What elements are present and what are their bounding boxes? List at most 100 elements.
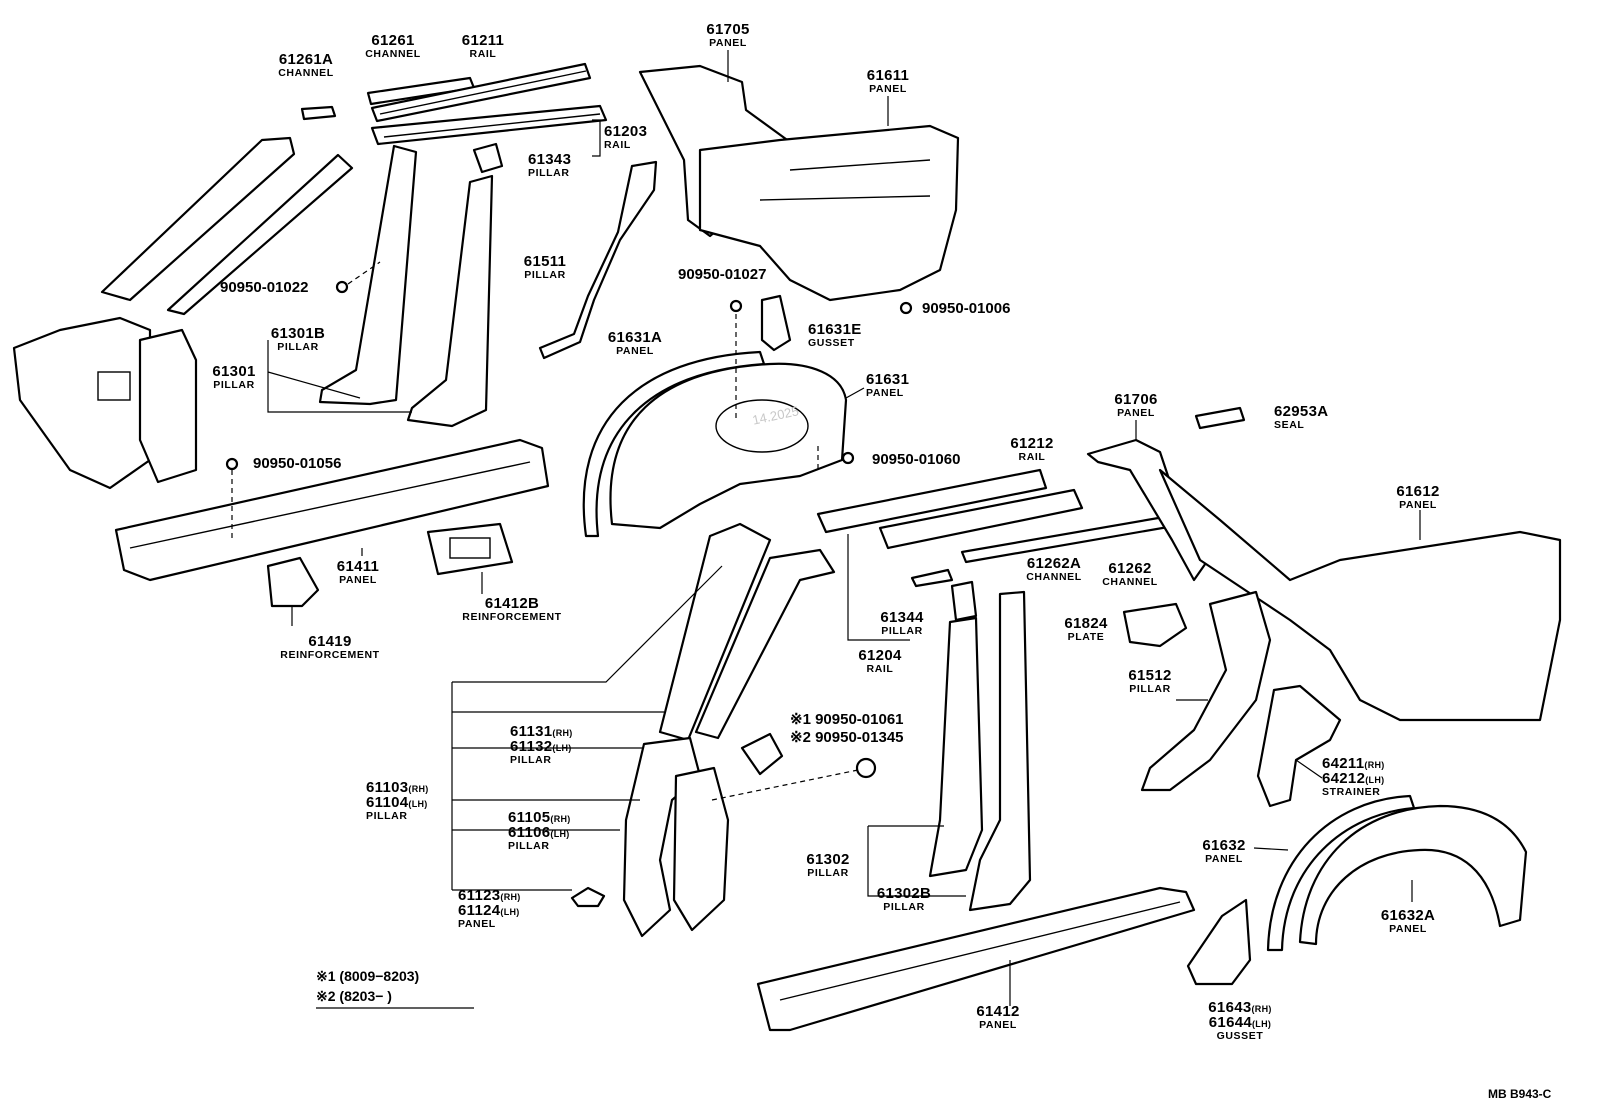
part-61412b-shape [426,522,514,576]
part-61203-shape [370,104,608,146]
clip-90950-01027 [729,299,743,313]
label-90950-01027: 90950-01027 [678,266,767,283]
part-61632a-shape [1298,804,1528,946]
label-90950-01061: ※1 90950-01061 [790,711,904,728]
part-61131-inner-shape [694,548,836,740]
label-90950-01345: ※2 90950-01345 [790,729,904,746]
part-61302b-shape [968,590,1032,912]
label-90950-01006: 90950-01006 [922,300,1011,317]
part-61262a-shape [910,568,954,588]
part-61301-shape [406,174,494,428]
leader-a-pillar-bus [451,565,723,891]
part-61344-shape [950,580,978,622]
label-90950-01022: 90950-01022 [220,279,309,296]
part-61643-shape [1186,898,1252,986]
label-64211-64212: 64211(RH) 64212(LH) STRAINER [1322,755,1385,798]
part-61511-shape [538,160,658,360]
part-61302-shape [928,616,984,878]
leader-90950-01061 [711,769,859,801]
part-61212-shape [878,488,1084,550]
part-61611-detail [759,159,931,201]
label-61131-61132: 61131(RH) 61132(LH) PILLAR [510,723,573,766]
part-61412-shape [756,886,1196,1032]
part-61706-shape [1086,438,1210,582]
part-61412-detail [779,901,1181,1001]
part-61131-shape [658,522,772,742]
diagram-code: MB B943-C [1488,1087,1552,1101]
part-cowl-left-shape [12,316,152,490]
clip-90950-01022 [335,280,349,294]
label-61105-61106: 61105(RH) 61106(LH) PILLAR [508,809,571,852]
leader-61631 [845,387,865,399]
leader-90950-01022 [347,261,381,285]
part-61411-detail [129,461,531,549]
leader-64211 [1295,759,1323,779]
label-90950-01056: 90950-01056 [253,455,342,472]
leader-61203 [592,119,601,157]
label-90950-01060: 90950-01060 [872,451,961,468]
part-61419-shape [266,556,320,608]
label-61123-61124: 61123(RH) 61124(LH) PANEL [458,887,521,930]
part-61824-shape [1122,602,1188,648]
part-61123-shape [570,886,606,908]
part-61611-shape [698,124,960,302]
legend-row-1: ※1 (8009−8203) [316,968,420,984]
part-roof-side-rail-shape [100,136,296,302]
label-61103-61104: 61103(RH) 61104(LH) PILLAR [366,779,429,822]
part-61105-bracket-shape [740,732,784,776]
part-61631e-shape [760,294,792,352]
part-61204-shape [816,468,1048,534]
part-61411-shape [114,438,550,582]
part-61631a-shape [582,350,766,538]
leader-61302 [867,825,966,897]
clip-90950-01006 [899,301,913,315]
part-roof-side-inner-shape [166,153,354,316]
part-61203-detail [383,113,601,138]
clip-90950-01060 [841,451,855,465]
part-61261a-shape [300,105,337,121]
part-61343-shape [472,142,504,174]
part-61512-shape [1140,590,1272,792]
part-61211-detail [379,70,587,115]
part-61301b-shape [318,144,418,406]
part-61412b-window [449,537,491,559]
part-90950-01061-shape [855,757,877,779]
leader-61204 [847,534,910,641]
label-61643-61644: 61643(RH) 61644(LH) GUSSET [1208,999,1272,1042]
part-61631-detail [715,399,809,453]
part-61105-shape [672,766,730,932]
part-61612-shape [1158,468,1562,722]
leader-61632 [1253,847,1289,851]
clip-90950-01056 [225,457,239,471]
part-62953a-shape [1194,406,1246,430]
